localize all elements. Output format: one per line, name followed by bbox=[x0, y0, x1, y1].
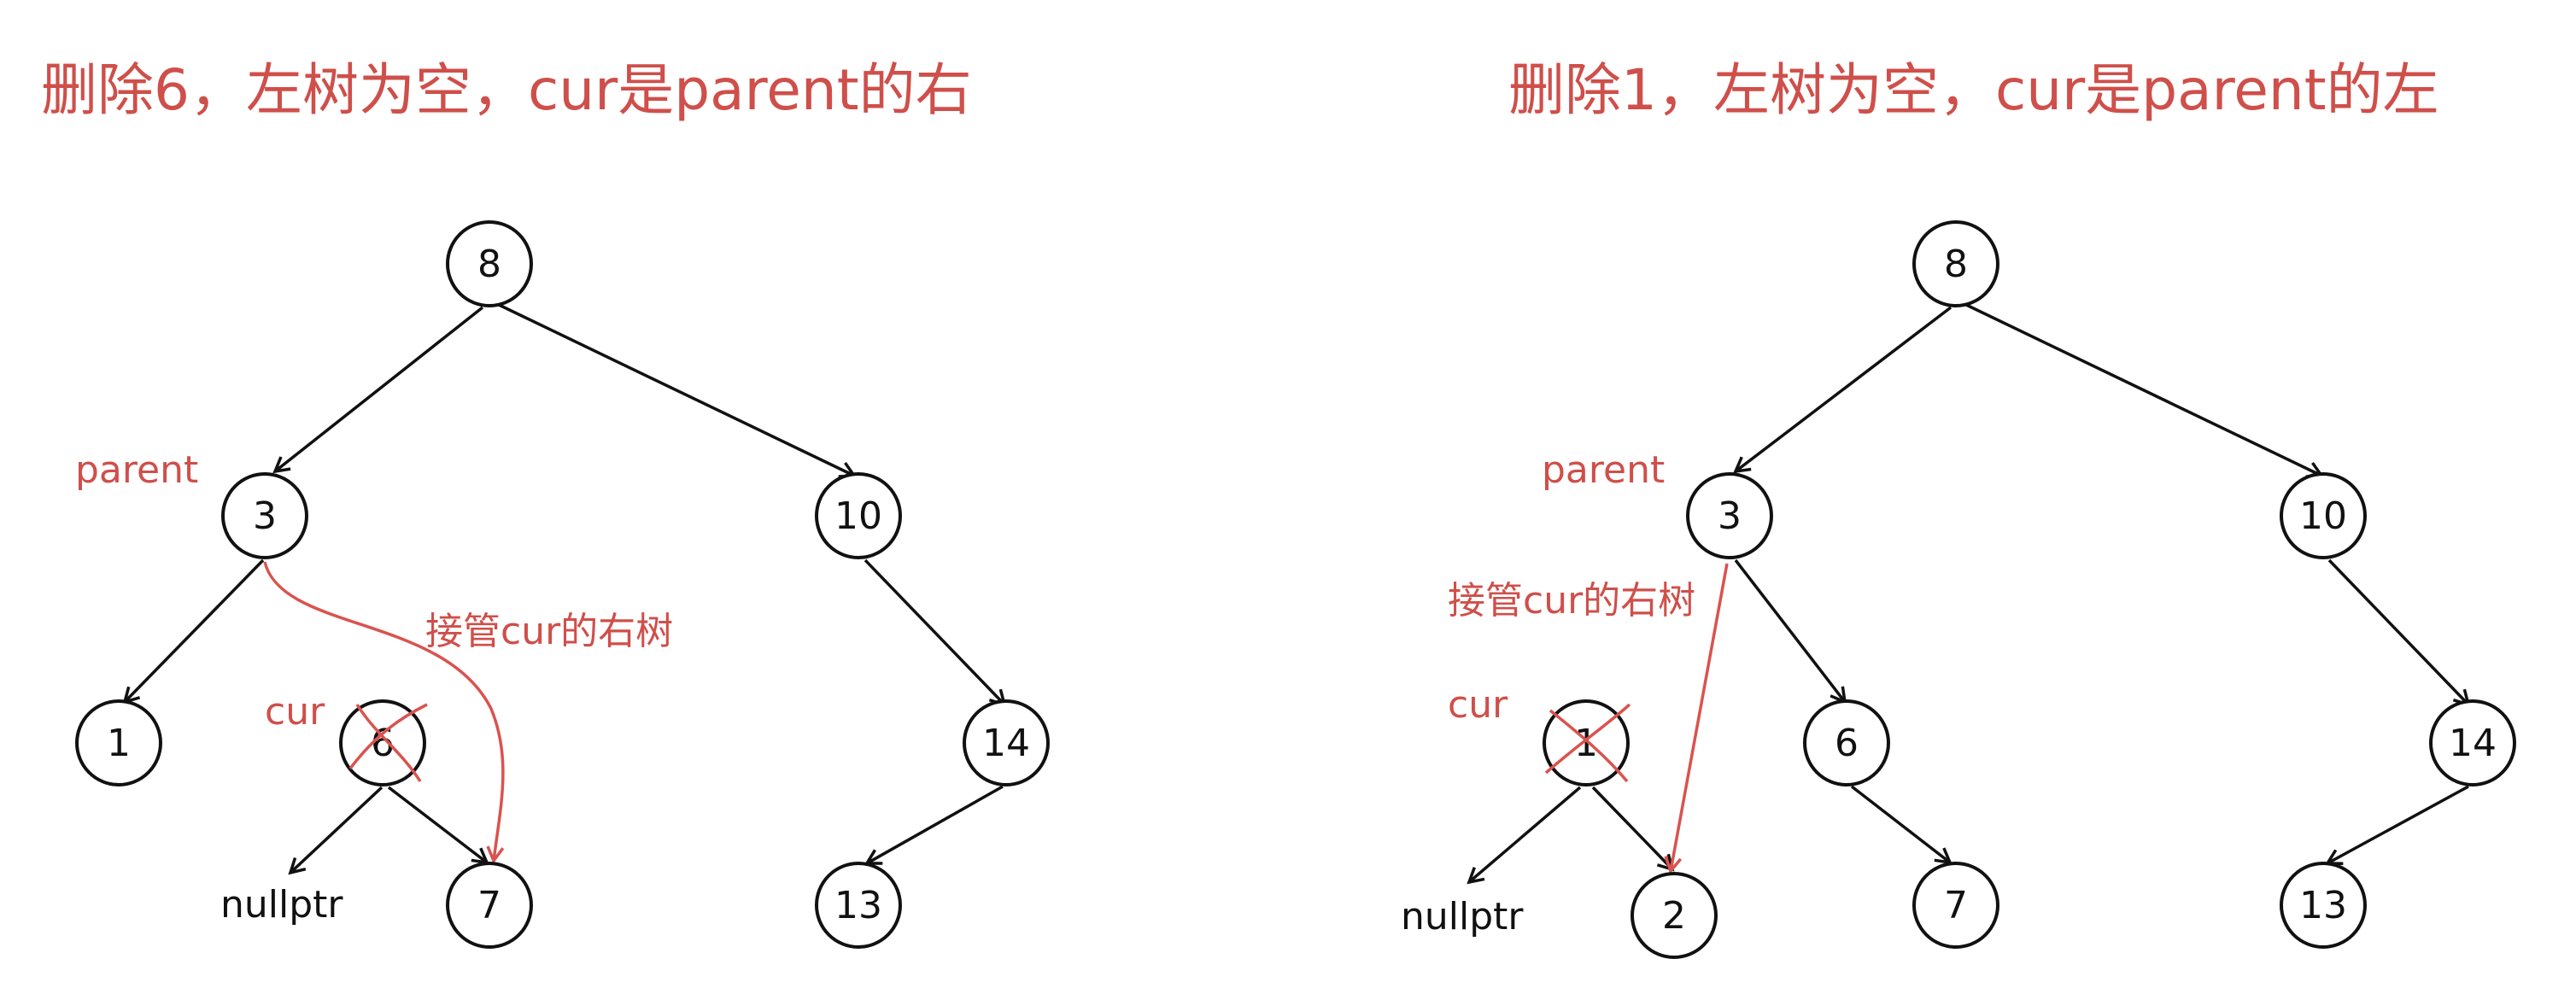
edge-3-6-r bbox=[1734, 558, 1847, 705]
left-takeover-arrow bbox=[263, 561, 505, 864]
edge-6-nullptr bbox=[288, 786, 383, 875]
right-nullptr-label: nullptr bbox=[1401, 895, 1524, 938]
right-takeover-arrow bbox=[1664, 563, 1729, 874]
left-panel-title: 删除6，左树为空，cur是parent的右 bbox=[41, 57, 972, 123]
node-1-r: 1 bbox=[1543, 699, 1630, 786]
left-parent-label: parent bbox=[75, 448, 198, 492]
deleted-mark-node-1 bbox=[1544, 703, 1631, 783]
edge-10-14-r bbox=[2327, 558, 2471, 707]
left-panel: 删除6，左树为空，cur是parent的右 8 3 10 1 6 bbox=[41, 57, 1050, 949]
edge-6-7-r bbox=[1850, 785, 1952, 865]
left-cur-label: cur bbox=[265, 690, 325, 734]
svg-text:3: 3 bbox=[1718, 494, 1742, 538]
svg-text:8: 8 bbox=[1944, 243, 1968, 286]
edge-14-13-r bbox=[2324, 785, 2469, 865]
svg-text:1: 1 bbox=[107, 722, 131, 765]
node-13-r: 13 bbox=[2280, 862, 2367, 949]
svg-text:2: 2 bbox=[1662, 894, 1686, 938]
svg-text:8: 8 bbox=[477, 243, 501, 286]
svg-text:10: 10 bbox=[2299, 494, 2347, 538]
svg-text:3: 3 bbox=[253, 494, 277, 538]
left-nullptr-label: nullptr bbox=[220, 883, 343, 927]
svg-text:14: 14 bbox=[982, 722, 1030, 765]
node-1: 1 bbox=[75, 699, 162, 786]
node-7-r: 7 bbox=[1912, 862, 1999, 949]
svg-text:1: 1 bbox=[1574, 722, 1598, 765]
node-8-r: 8 bbox=[1912, 220, 1999, 307]
edge-6-7 bbox=[387, 786, 489, 865]
right-takeover-label: 接管cur的右树 bbox=[1448, 579, 1695, 623]
svg-text:10: 10 bbox=[834, 494, 882, 538]
edge-3-1 bbox=[122, 558, 265, 705]
edge-1-nullptr-r bbox=[1467, 786, 1582, 885]
svg-text:7: 7 bbox=[1944, 884, 1968, 927]
edge-1-2-r bbox=[1591, 786, 1675, 872]
node-2-r: 2 bbox=[1630, 872, 1718, 959]
svg-text:6: 6 bbox=[1835, 722, 1859, 765]
node-10-r: 10 bbox=[2280, 472, 2367, 559]
right-parent-label: parent bbox=[1542, 448, 1665, 492]
right-cur-label: cur bbox=[1448, 683, 1508, 727]
node-14: 14 bbox=[963, 699, 1050, 786]
node-6-r: 6 bbox=[1803, 699, 1890, 786]
edge-8-10 bbox=[495, 301, 858, 478]
edge-8-10-r bbox=[1962, 301, 2325, 478]
node-3-r: 3 bbox=[1686, 472, 1773, 559]
svg-text:7: 7 bbox=[477, 884, 501, 927]
node-10: 10 bbox=[815, 472, 902, 559]
node-14-r: 14 bbox=[2429, 699, 2516, 786]
right-panel-title: 删除1，左树为空，cur是parent的左 bbox=[1508, 57, 2439, 123]
edge-14-13 bbox=[864, 785, 1004, 865]
right-panel: 删除1，左树为空，cur是parent的左 8 3 10 1 bbox=[1401, 57, 2516, 959]
left-takeover-label: 接管cur的右树 bbox=[425, 610, 673, 653]
svg-text:14: 14 bbox=[2449, 722, 2497, 765]
svg-text:13: 13 bbox=[2299, 884, 2347, 927]
node-7: 7 bbox=[446, 862, 533, 949]
edge-10-14 bbox=[864, 558, 1007, 707]
node-8: 8 bbox=[446, 220, 533, 307]
svg-text:13: 13 bbox=[834, 884, 882, 927]
edge-8-3-r bbox=[1733, 306, 1952, 474]
node-3: 3 bbox=[221, 472, 308, 559]
node-13: 13 bbox=[815, 862, 902, 949]
deleted-mark-node-6 bbox=[348, 703, 428, 782]
edge-8-3 bbox=[272, 306, 484, 474]
